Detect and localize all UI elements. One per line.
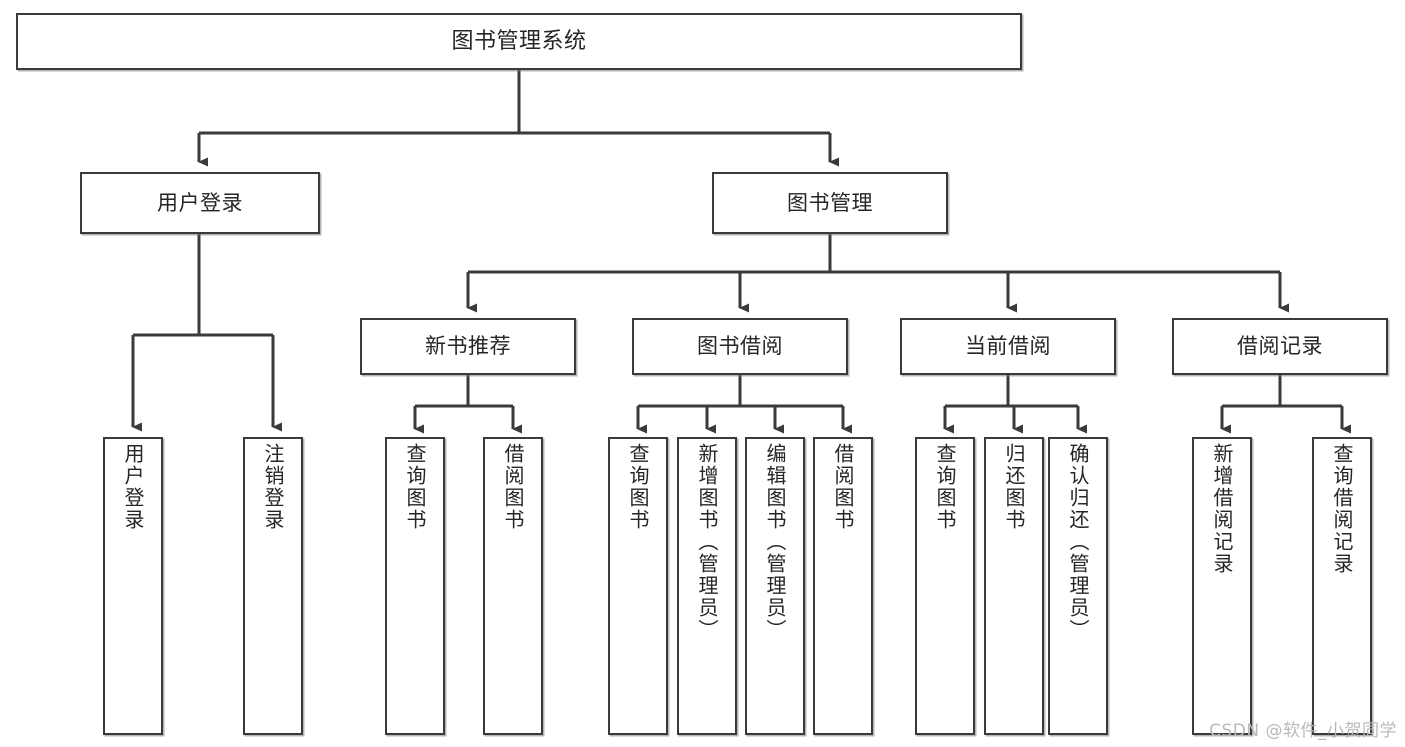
node-label: 借阅图书 [831,443,855,531]
node-label: 借阅记录 [1237,334,1323,359]
node-borrow-record[interactable]: 借阅记录 [1172,318,1388,375]
node-label: 查询图书 [626,443,650,531]
node-new-book-recommend[interactable]: 新书推荐 [360,318,576,375]
node-label: 新增图书（管理员） [695,443,719,641]
node-book-borrow[interactable]: 图书借阅 [632,318,848,375]
node-label: 确认归还（管理员） [1066,443,1090,641]
node-leaf-query-book-recommend[interactable]: 查询图书 [385,437,445,735]
node-leaf-confirm-return-admin[interactable]: 确认归还（管理员） [1048,437,1108,735]
node-label: 图书借阅 [697,334,783,359]
node-leaf-borrow-book-recommend[interactable]: 借阅图书 [483,437,543,735]
node-user-login[interactable]: 用户登录 [80,172,320,234]
node-label: 新书推荐 [425,334,511,359]
node-label: 当前借阅 [965,334,1051,359]
node-label: 查询图书 [403,443,427,531]
node-leaf-query-book-current[interactable]: 查询图书 [915,437,975,735]
node-leaf-query-borrow-record[interactable]: 查询借阅记录 [1312,437,1372,735]
node-label: 图书管理系统 [451,28,587,54]
node-leaf-add-borrow-record[interactable]: 新增借阅记录 [1192,437,1252,735]
node-label: 新增借阅记录 [1210,443,1234,575]
node-root-book-management-system[interactable]: 图书管理系统 [16,13,1022,70]
node-leaf-edit-book-admin[interactable]: 编辑图书（管理员） [745,437,805,735]
node-label: 编辑图书（管理员） [763,443,787,641]
node-label: 用户登录 [121,443,145,531]
node-label: 注销登录 [261,443,285,531]
node-label: 查询借阅记录 [1330,443,1354,575]
node-book-management[interactable]: 图书管理 [712,172,948,234]
node-current-borrow[interactable]: 当前借阅 [900,318,1116,375]
node-leaf-query-book-borrow[interactable]: 查询图书 [608,437,668,735]
node-label: 用户登录 [157,190,243,215]
node-leaf-borrow-book-borrow[interactable]: 借阅图书 [813,437,873,735]
node-leaf-user-login[interactable]: 用户登录 [103,437,163,735]
node-label: 图书管理 [787,190,873,215]
node-label: 归还图书 [1002,443,1026,531]
node-leaf-return-book[interactable]: 归还图书 [984,437,1044,735]
node-label: 借阅图书 [501,443,525,531]
node-leaf-add-book-admin[interactable]: 新增图书（管理员） [677,437,737,735]
node-label: 查询图书 [933,443,957,531]
node-leaf-user-logout[interactable]: 注销登录 [243,437,303,735]
